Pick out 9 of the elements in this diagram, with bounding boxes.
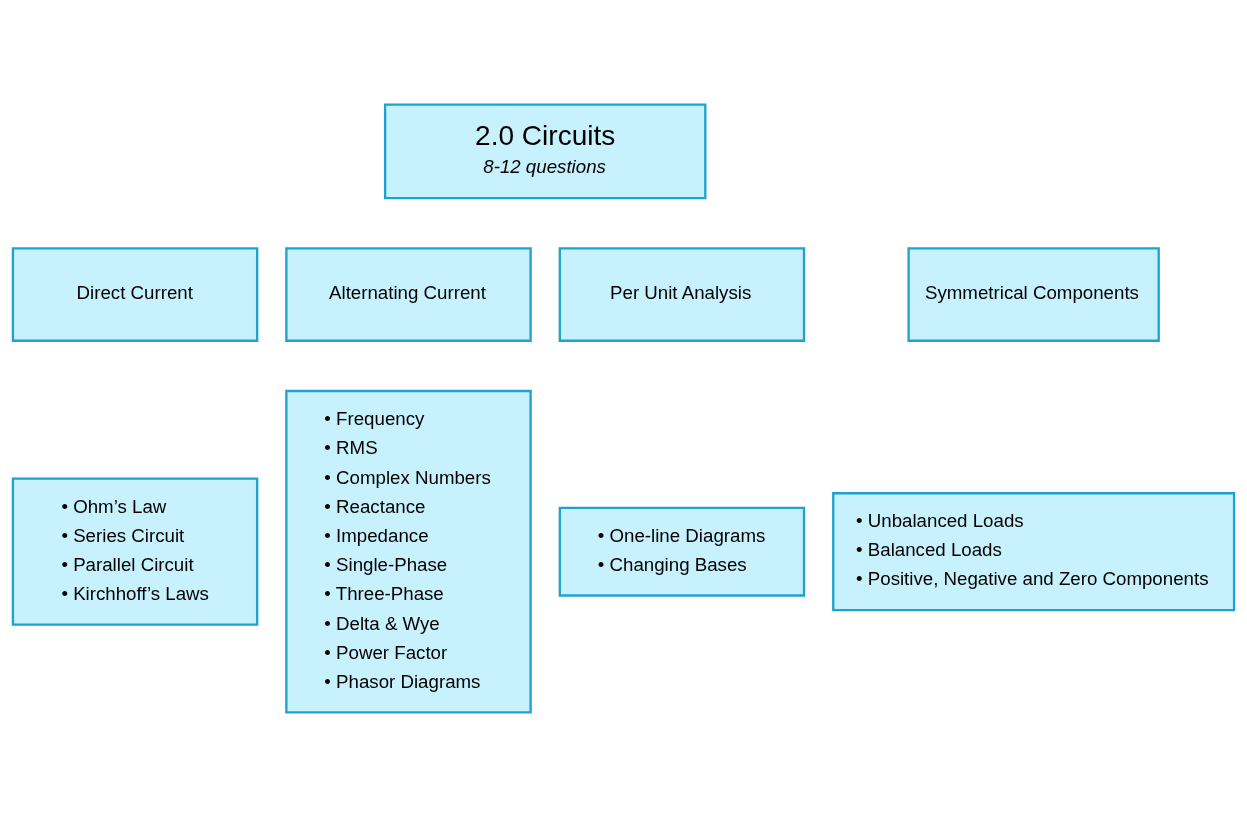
node-box: • One-line Diagrams • Changing Bases	[558, 506, 806, 597]
node-box: • Frequency • RMS • Complex Numbers • Reactance • Impedance • Single-Phase • Three-Phase • Delta & Wye • Power Factor • Phasor Diagrams	[285, 389, 532, 714]
node-box: • Ohm’s Law • Series Circuit • Parallel Circuit • Kirchhoff’s Laws	[11, 477, 259, 626]
node-box: Per Unit Analysis	[558, 247, 806, 342]
node-box: 2.0 Circuits 8-12 questions	[383, 103, 707, 200]
node-box: Alternating Current	[285, 247, 532, 342]
node-box: Direct Current	[11, 247, 259, 342]
node-box: • Unbalanced Loads • Balanced Loads • Positive, Negative and Zero Components	[832, 492, 1236, 612]
node-box: Symmetrical Components	[907, 247, 1160, 342]
